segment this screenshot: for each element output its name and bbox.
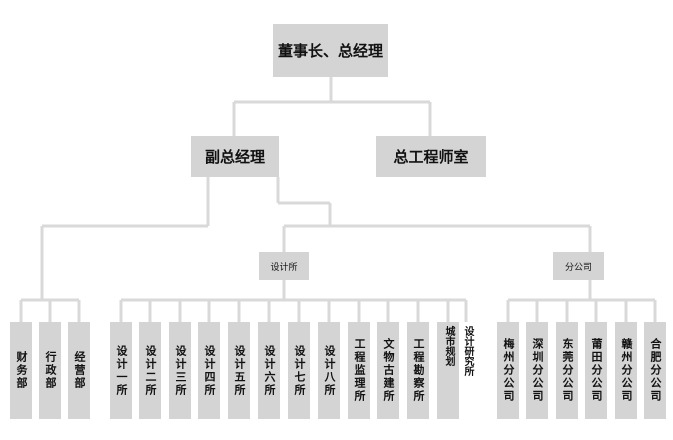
branch-meizhou: 梅州分公司 <box>497 322 519 419</box>
branch-putian: 莆田分公司 <box>585 322 607 419</box>
design-dept-research: 设计研究所 <box>462 326 473 376</box>
admin-dept-finance: 财务部 <box>10 322 32 419</box>
design-dept-4: 设计四所 <box>198 322 220 419</box>
design-dept-3: 设计三所 <box>169 322 191 419</box>
design-dept-8: 设计八所 <box>318 322 340 419</box>
branch-shenzhen: 深圳分公司 <box>526 322 548 419</box>
design-dept-engineering-survey: 工程勘察所 <box>407 322 429 419</box>
branch-ganzhou: 赣州分公司 <box>615 322 637 419</box>
design-dept-1: 设计一所 <box>110 322 132 419</box>
design-dept-heritage-architecture: 文物古建所 <box>377 322 399 419</box>
deputy-gm-box: 副总经理 <box>191 136 279 177</box>
branch-hefei: 合肥分公司 <box>644 322 666 419</box>
design-dept-6: 设计六所 <box>258 322 280 419</box>
design-institute-box: 设计所 <box>259 252 309 280</box>
admin-dept-administration: 行政部 <box>39 322 61 419</box>
design-dept-urban-planning: 城市规划 <box>437 322 459 419</box>
design-dept-5: 设计五所 <box>228 322 250 419</box>
branch-company-box: 分公司 <box>553 252 604 280</box>
design-dept-2: 设计二所 <box>139 322 161 419</box>
branch-dongguan: 东莞分公司 <box>556 322 578 419</box>
chairman-box: 董事长、总经理 <box>273 24 388 77</box>
design-dept-engineering-supervision: 工程监理所 <box>348 322 370 419</box>
design-dept-7: 设计七所 <box>288 322 310 419</box>
admin-dept-business: 经营部 <box>68 322 90 419</box>
chief-engineer-office-box: 总工程师室 <box>376 136 486 177</box>
